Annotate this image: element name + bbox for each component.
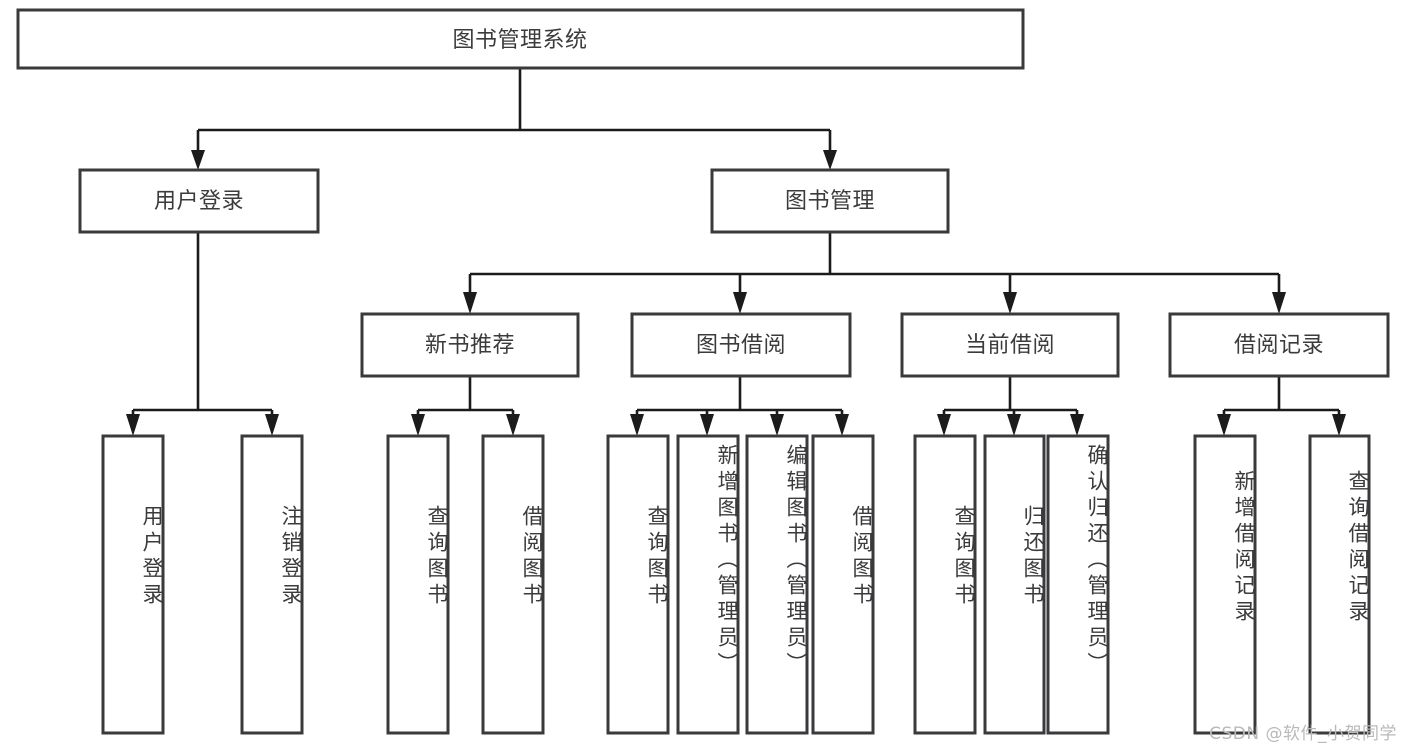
arrow-head-current-borrow-leaf-2 bbox=[1070, 414, 1084, 436]
arrow-head-borrow-record-leaf-0 bbox=[1217, 414, 1231, 436]
leaf-box-borrow-record-0[interactable] bbox=[1193, 434, 1257, 735]
arrow-head-book-borrow bbox=[733, 292, 747, 314]
node-borrow-record-label: 借阅记录 bbox=[1234, 333, 1324, 358]
leaf-box-current-borrow-1[interactable] bbox=[983, 434, 1046, 735]
arrow-head-borrow-record-leaf-1 bbox=[1332, 414, 1346, 436]
arrow-head-new-book-rec bbox=[463, 292, 477, 314]
arrow-head-book-borrow-leaf-1 bbox=[700, 414, 714, 436]
node-current-borrow-label: 当前借阅 bbox=[965, 333, 1055, 358]
node-new-book-rec-box[interactable] bbox=[360, 312, 580, 378]
leaf-box-new-book-rec-1[interactable] bbox=[481, 434, 545, 735]
connector-group-user-login bbox=[126, 232, 279, 436]
arrow-head-user-login bbox=[191, 150, 205, 170]
leaf-box-book-borrow-3[interactable] bbox=[811, 434, 875, 735]
arrow-head-new-book-rec-leaf-0 bbox=[411, 414, 425, 436]
leaf-box-user-login-1[interactable] bbox=[240, 434, 304, 735]
connector-group-root bbox=[191, 68, 837, 170]
csdn-watermark: CSDN @软件_小贺同学 bbox=[1209, 724, 1397, 744]
connector-group-borrow-record bbox=[1217, 376, 1346, 436]
node-user-login-label: 用户登录 bbox=[154, 189, 244, 214]
leaf-box-book-borrow-0[interactable] bbox=[606, 434, 670, 735]
node-root-label: 图书管理系统 bbox=[452, 28, 587, 53]
node-current-borrow-box[interactable] bbox=[900, 312, 1120, 378]
leaf-box-book-borrow-2[interactable] bbox=[745, 434, 809, 735]
arrow-head-new-book-rec-leaf-1 bbox=[506, 414, 520, 436]
leaf-box-new-book-rec-0[interactable] bbox=[386, 434, 450, 735]
node-book-mgmt-box[interactable] bbox=[710, 168, 950, 234]
arrow-head-current-borrow bbox=[1003, 292, 1017, 314]
arrow-head-borrow-record bbox=[1272, 292, 1286, 314]
leaf-box-borrow-record-1[interactable] bbox=[1308, 434, 1371, 735]
arrow-head-book-borrow-leaf-3 bbox=[835, 414, 849, 436]
connector-group-book-mgmt bbox=[463, 232, 1286, 314]
node-new-book-rec-label: 新书推荐 bbox=[425, 333, 515, 358]
connector-group-book-borrow bbox=[630, 376, 849, 436]
leaf-box-book-borrow-1[interactable] bbox=[676, 434, 740, 735]
arrow-head-user-login-leaf-1 bbox=[265, 414, 279, 436]
node-borrow-record-box[interactable] bbox=[1168, 312, 1390, 378]
connector-group-new-book-rec bbox=[411, 376, 520, 436]
connector-group-current-borrow bbox=[937, 376, 1084, 436]
leaf-box-current-borrow-2[interactable] bbox=[1046, 434, 1110, 735]
leaf-box-current-borrow-0[interactable] bbox=[913, 434, 977, 735]
arrow-head-current-borrow-leaf-1 bbox=[1007, 414, 1021, 436]
arrow-head-book-borrow-leaf-0 bbox=[630, 414, 644, 436]
arrow-head-book-borrow-leaf-2 bbox=[770, 414, 784, 436]
leaf-box-user-login-0[interactable] bbox=[101, 434, 165, 735]
node-book-borrow-label: 图书借阅 bbox=[696, 333, 786, 358]
node-user-login-box[interactable] bbox=[78, 168, 320, 234]
arrow-head-user-login-leaf-0 bbox=[126, 414, 140, 436]
arrow-head-current-borrow-leaf-0 bbox=[937, 414, 951, 436]
node-book-borrow-box[interactable] bbox=[630, 312, 852, 378]
node-book-mgmt-label: 图书管理 bbox=[785, 189, 875, 214]
node-root-box[interactable] bbox=[16, 8, 1025, 70]
arrow-head-book-mgmt bbox=[823, 150, 837, 170]
